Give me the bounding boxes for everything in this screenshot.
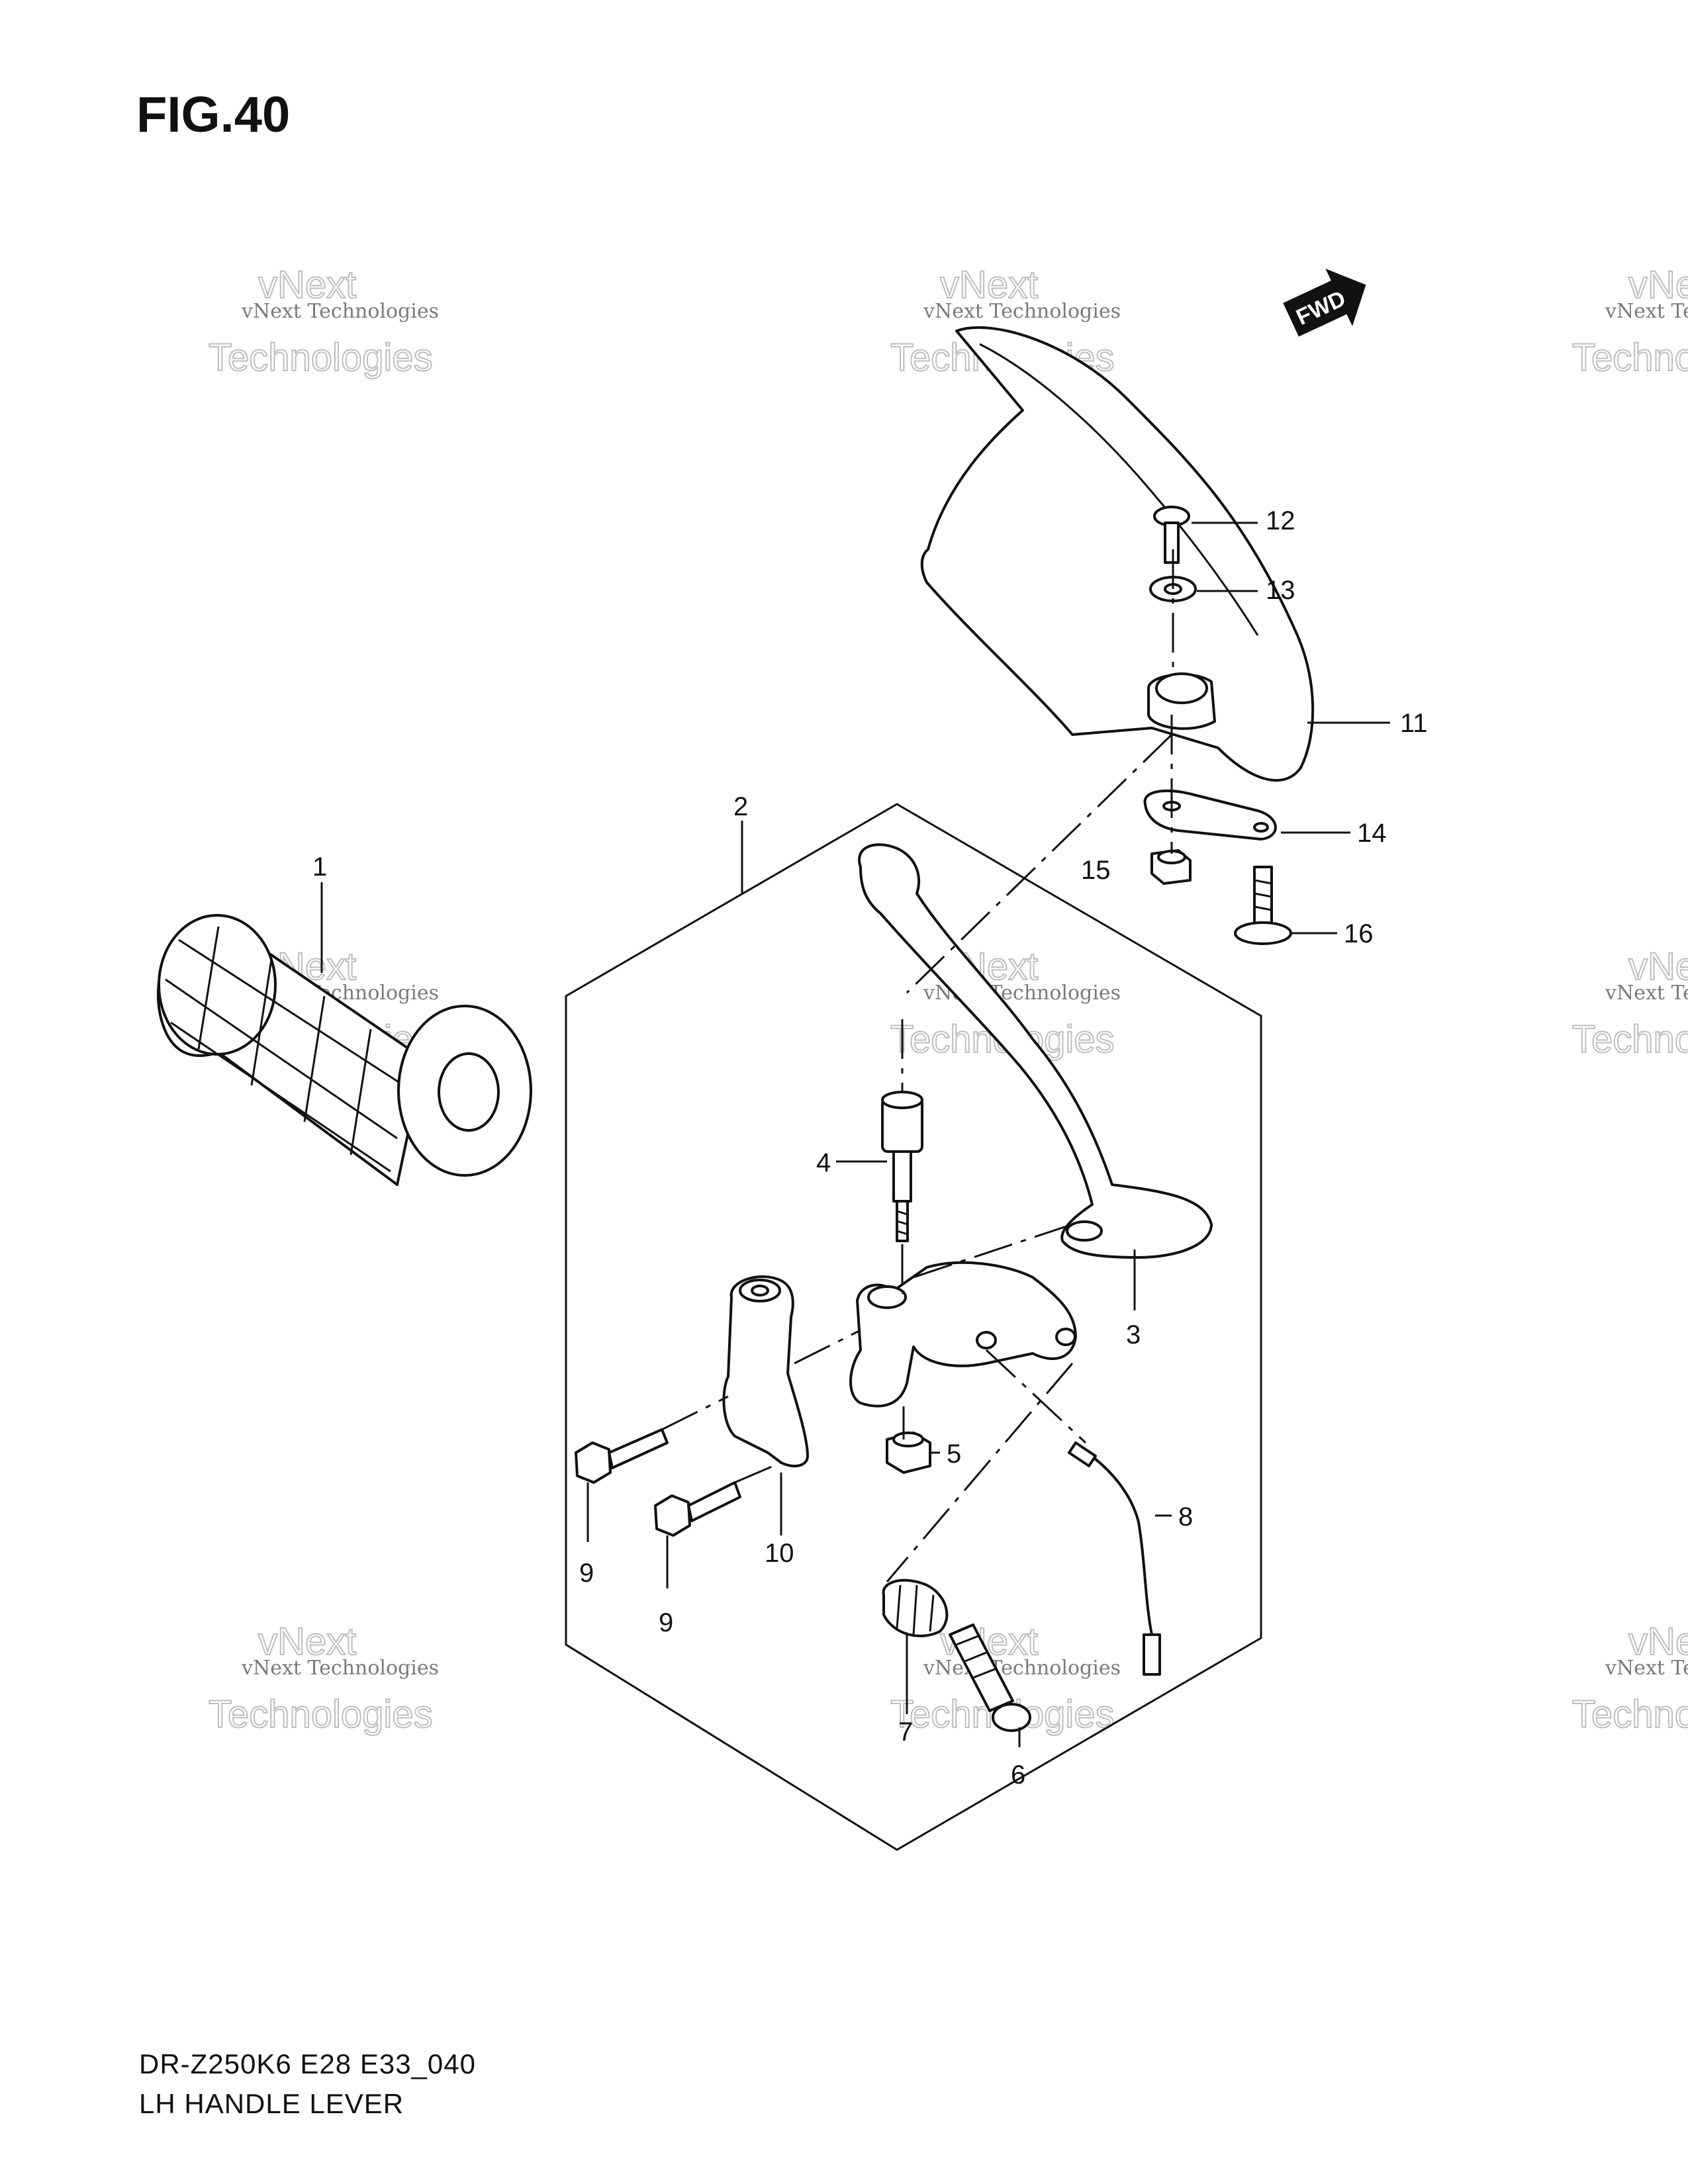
svg-text:Technologies: Technologies [1572, 1693, 1688, 1736]
svg-text:vNext Technologies: vNext Technologies [241, 300, 439, 323]
callout-15: 15 [1081, 856, 1111, 885]
callout-6: 6 [1011, 1760, 1025, 1790]
figure-title: FIG.40 [136, 87, 291, 143]
svg-text:vNext Technologies: vNext Technologies [1605, 981, 1688, 1005]
part-4-pivot-bolt [881, 1091, 923, 1242]
assembly-center-lines [661, 549, 1174, 1582]
svg-text:Technologies: Technologies [1572, 1018, 1688, 1061]
callout-9-upper: 9 [579, 1559, 594, 1588]
model-code: DR-Z250K6 E28 E33_040 [139, 2048, 476, 2079]
part-5-nut [886, 1432, 931, 1474]
watermark-group: vNext Technologies vNext Technologies vN… [208, 263, 1688, 1737]
callout-8: 8 [1178, 1502, 1193, 1531]
svg-text:vNext Technologies: vNext Technologies [1605, 300, 1688, 323]
callout-10: 10 [765, 1539, 794, 1568]
assembly-outline [565, 803, 1262, 1851]
svg-text:vNext: vNext [258, 263, 356, 306]
svg-text:vNext: vNext [1628, 945, 1688, 988]
leader-lines [320, 522, 1390, 1747]
callout-7: 7 [898, 1717, 913, 1747]
svg-text:vNext: vNext [1628, 263, 1688, 306]
svg-text:Technologies: Technologies [1572, 336, 1688, 379]
part-1-handle-grip [156, 914, 532, 1186]
svg-text:vNext Technologies: vNext Technologies [923, 1657, 1121, 1680]
callout-11: 11 [1400, 709, 1428, 738]
callout-3: 3 [1126, 1320, 1141, 1349]
part-15-nut [1150, 849, 1192, 885]
watermark-mid-right: vNext Technologies vNext Technologies [1571, 944, 1688, 1062]
callout-4: 4 [816, 1148, 831, 1177]
part-3-clutch-lever [858, 843, 1213, 1259]
part-9-bolt-lower [654, 1481, 741, 1537]
part-2-lever-holder [849, 1261, 1077, 1408]
section-name: LH HANDLE LEVER [139, 2088, 404, 2119]
svg-text:vNext: vNext [1628, 1620, 1688, 1663]
callout-2: 2 [733, 792, 748, 821]
part-14-bracket-plate [1143, 790, 1277, 841]
callout-16: 16 [1344, 919, 1374, 948]
callouts: 1 2 3 4 5 6 7 8 9 9 10 11 12 13 14 15 16 [312, 506, 1428, 1790]
svg-text:vNext Technologies: vNext Technologies [923, 300, 1121, 323]
part-16-bolt [1234, 866, 1292, 945]
callout-13: 13 [1266, 576, 1295, 605]
svg-text:vNext Technologies: vNext Technologies [1605, 1657, 1688, 1680]
fwd-arrow-icon: FWD [1283, 268, 1366, 337]
part-7-adjuster [882, 1578, 949, 1637]
svg-text:vNext: vNext [940, 263, 1038, 306]
part-6-adjuster-bolt [949, 1623, 1031, 1732]
svg-text:Technologies: Technologies [209, 1693, 433, 1736]
part-8-switch-wire [1068, 1441, 1161, 1676]
part-11-hand-guard [920, 326, 1315, 782]
part-9-bolt-upper [575, 1428, 669, 1484]
svg-text:vNext Technologies: vNext Technologies [241, 1657, 439, 1680]
callout-12: 12 [1266, 506, 1295, 535]
watermark-top-left: vNext Technologies vNext Technologies [208, 263, 439, 380]
watermark-bottom-left: vNext Technologies vNext Technologies [208, 1619, 439, 1737]
callout-5: 5 [947, 1439, 961, 1469]
callout-1: 1 [312, 852, 327, 882]
part-10-clamp [722, 1275, 809, 1468]
watermark-bottom-right: vNext Technologies vNext Technologies [1571, 1619, 1688, 1737]
part-12-screw [1153, 506, 1190, 564]
callout-9-lower: 9 [659, 1608, 673, 1637]
svg-text:vNext: vNext [258, 1620, 356, 1663]
callout-14: 14 [1357, 819, 1387, 848]
watermark-top-right: vNext Technologies vNext Technologies [1571, 263, 1688, 380]
svg-text:Technologies: Technologies [209, 336, 433, 379]
